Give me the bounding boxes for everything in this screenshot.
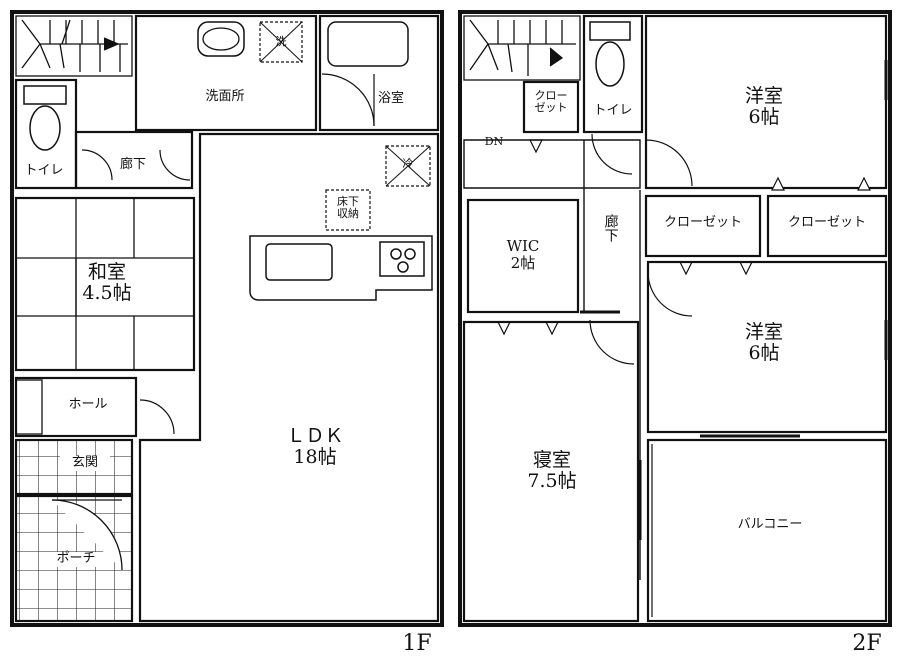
floor1-toilet-fixture [23,85,67,151]
floor1-porch-label: ポーチ [48,551,104,567]
floor1-floor-label: 1F [402,631,432,656]
floor1-bath-label: 浴室 [377,91,404,106]
floor1-bathtub [327,21,409,67]
floor1-washer-box [259,21,303,63]
floor2-closet-left-label: クローゼット [663,215,742,230]
floor2-balcony-label: バルコニー [737,517,803,532]
floor1-hallway-door [81,149,191,181]
floor1-washitsu-label: 和室 4.5帖 [82,261,132,305]
floor1-stairs [15,15,133,77]
floor2-western-room-1-label: 洋室 6帖 [744,85,783,129]
floor1-sink [197,21,245,57]
floor1-hall-label: ホール [68,397,108,412]
floor2-toilet-room [582,14,644,134]
floor1-bath-door [321,73,375,127]
floor2-wic [466,198,580,314]
floor2-closet-right-label: クローゼット [787,215,866,230]
floor1-washer-symbol: 洗 [275,35,287,48]
floor1-outer-wall [10,10,444,627]
floor2-dn-label: DN [484,135,504,148]
floor1-fridge [385,145,431,187]
floor1-washitsu-tatami [14,196,196,372]
floor1-toilet-label: トイレ [24,163,64,178]
floor2-western-room-1 [644,14,888,190]
floor2-closet-small-label: クロー ゼット [534,89,568,115]
floor2-toilet-label: トイレ [593,103,633,118]
floor1-ldk-wall [138,132,440,623]
floor2-closet-small [522,80,580,134]
floor1-fridge-symbol: 冷 [402,157,414,170]
floor1-kitchen [249,235,433,301]
floor1-washroom [134,14,318,132]
floor1-plan [10,10,444,627]
floor1-underfloor-label: 床下 収納 [337,195,359,221]
floor1-bath-room [318,14,440,132]
floor2-hallway-label: 廊下 [602,214,619,242]
floor2-wic-label: WIC 2帖 [506,237,540,272]
floor1-entry-door [51,499,123,571]
floor2-floor-label: 2F [852,631,882,656]
floor2-bedroom [462,320,640,623]
floor1-ldk-label: ＬＤＫ 18帖 [286,425,344,469]
floor1-underfloor-storage [325,189,371,231]
floor2-western-room-2-label: 洋室 6帖 [744,321,783,365]
floor2-bedroom-label: 寝室 7.5帖 [527,449,577,493]
floor2-plan [458,10,892,627]
floor2-closet-right [766,194,888,258]
floor2-stairs [463,15,581,81]
floor1-hallway-label: 廊下 [119,157,146,172]
floor2-closet-left [644,194,762,258]
floor1-hallway-room [74,130,194,190]
floor1-entrance-label: 玄関 [60,455,110,471]
floor2-outer-wall [458,10,892,627]
floor1-hall-door [139,399,175,435]
floor1-washroom-label: 洗面所 [205,89,245,104]
floor2-balcony [646,438,888,623]
floor2-hallway-wall [463,139,641,189]
